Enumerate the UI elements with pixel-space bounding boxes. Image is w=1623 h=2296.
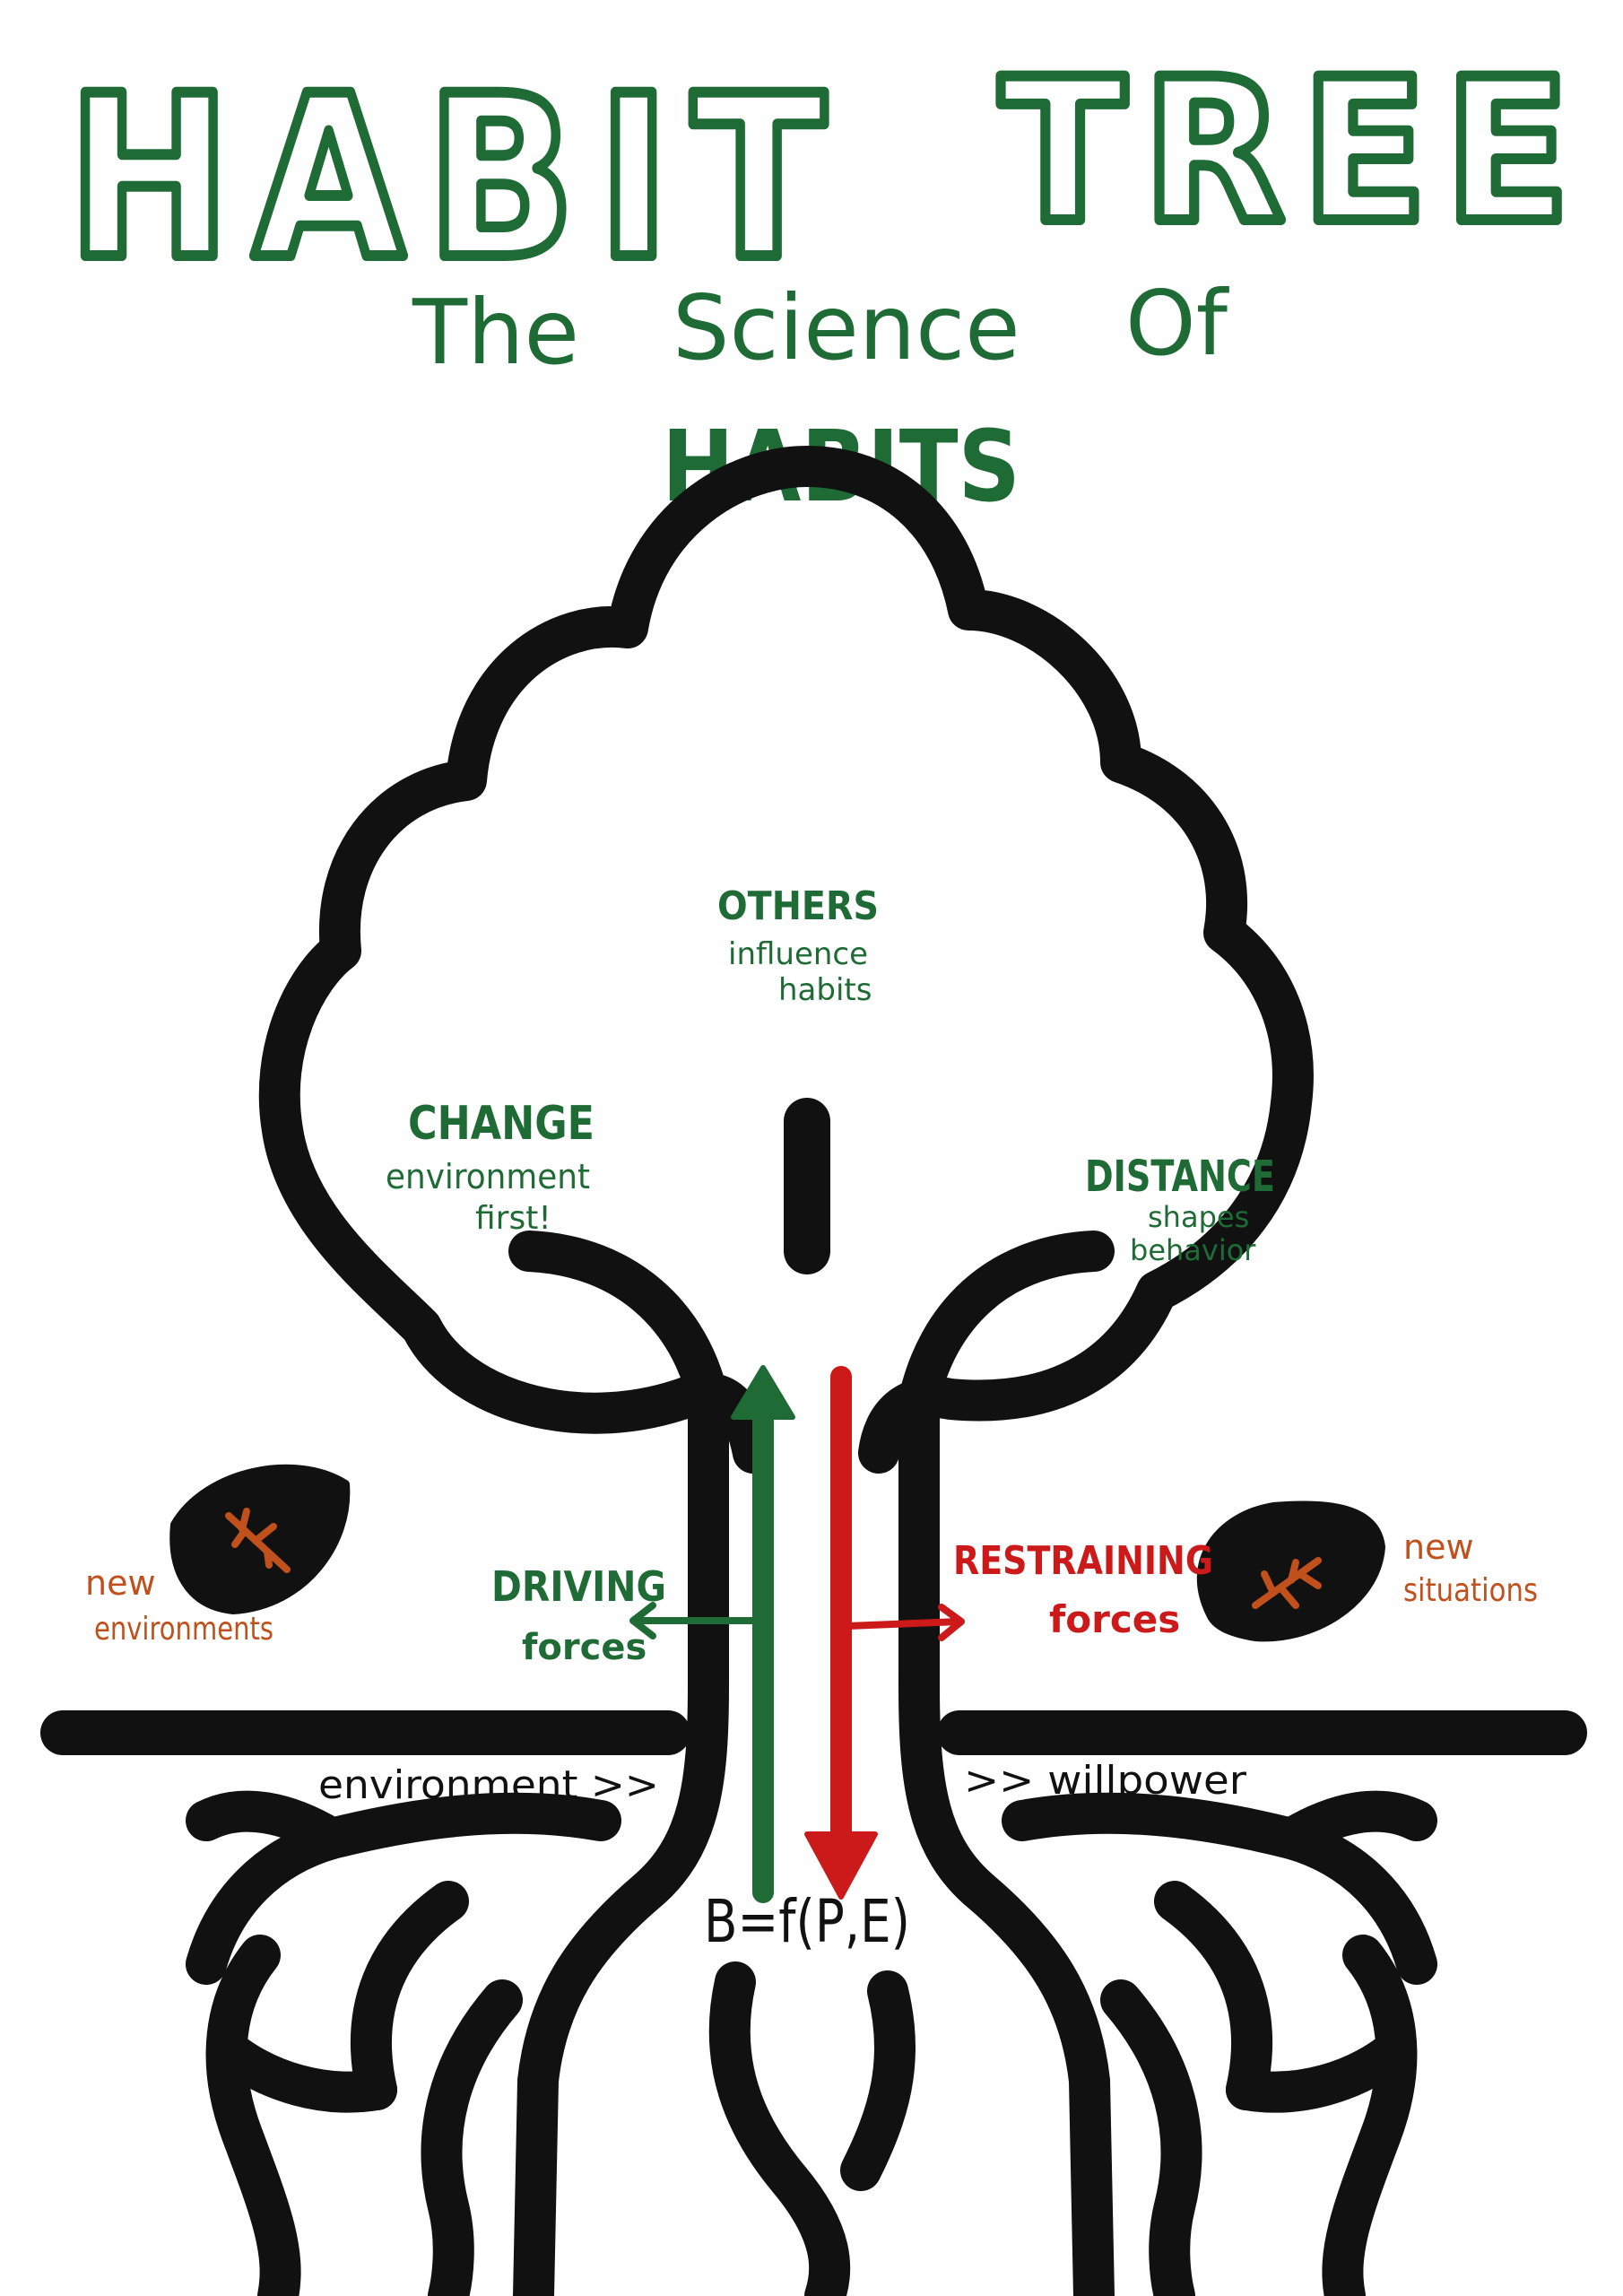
tree-canopy-outline — [258, 446, 1314, 1474]
driving-arrow-vertical — [731, 1365, 795, 1903]
right-branch — [898, 1231, 1115, 1707]
canopy-labels: OTHERS influence habits CHANGE environme… — [386, 883, 1275, 1267]
force-labels: DRIVING forces RESTRAINING forces — [491, 1538, 1213, 1668]
label-restraining-heading: RESTRAINING — [953, 1538, 1213, 1584]
leaf-left — [169, 1464, 351, 1614]
label-change-line2: first! — [475, 1200, 551, 1237]
driving-arrow-horizontal — [629, 1602, 761, 1639]
label-others-heading: OTHERS — [717, 883, 879, 929]
left-branch — [508, 1231, 729, 1707]
label-others-line2: habits — [778, 972, 872, 1008]
subtitle-word-science: Science — [673, 275, 1020, 380]
label-change-line1: environment — [386, 1157, 590, 1196]
leaf-right-vein-icon — [1252, 1557, 1322, 1609]
leaf-labels: new environments new situations — [85, 1527, 1538, 1648]
label-distance-line1: shapes — [1148, 1200, 1249, 1234]
label-distance-line2: behavior — [1130, 1233, 1256, 1267]
label-distance-heading: DISTANCE — [1085, 1152, 1275, 1202]
title-tree: TREE — [1000, 37, 1587, 266]
label-environment-ground: environment >> — [318, 1762, 659, 1808]
label-change-heading: CHANGE — [408, 1097, 595, 1151]
restraining-arrow-horizontal — [844, 1604, 965, 1641]
label-leaf-right-line1: new — [1403, 1527, 1474, 1567]
label-willpower-ground: >> willpower — [964, 1758, 1247, 1804]
label-leaf-right-line2: situations — [1403, 1572, 1538, 1609]
tree-roots — [186, 1665, 1437, 2296]
label-driving-sub: forces — [522, 1627, 647, 1668]
subtitle-word-of: Of — [1125, 271, 1230, 376]
label-leaf-left-line2: environments — [94, 1611, 273, 1648]
label-driving-heading: DRIVING — [491, 1562, 666, 1611]
label-leaf-left-line1: new — [85, 1563, 156, 1603]
restraining-arrow-vertical — [804, 1366, 878, 1900]
formula-label: B=f(P,E) — [704, 1887, 910, 1956]
subtitle-word-the: The — [412, 280, 579, 385]
ground-labels: environment >> >> willpower B=f(P,E) — [318, 1758, 1247, 1956]
label-others-line1: influence — [728, 936, 868, 972]
title: HABIT TREE — [62, 31, 1587, 314]
leaf-right — [1196, 1500, 1385, 1642]
leaf-left-vein-icon — [225, 1508, 291, 1573]
title-habit: HABIT — [67, 48, 847, 309]
tree-branches — [508, 1098, 1115, 1707]
label-restraining-sub: forces — [1049, 1597, 1180, 1641]
